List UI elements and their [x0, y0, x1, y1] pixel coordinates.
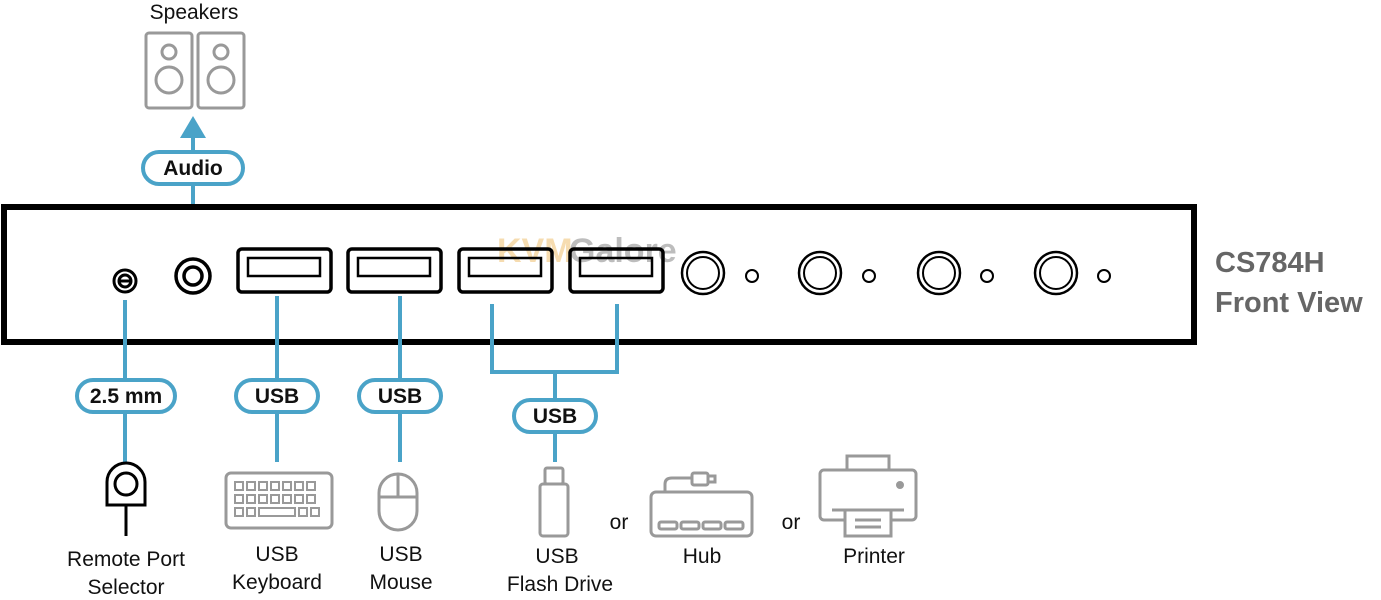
remote-pill — [75, 378, 177, 414]
flash-label-line1: USB — [535, 545, 578, 568]
mouse-label-line2: Mouse — [369, 571, 432, 594]
hub-icon — [649, 471, 754, 538]
audio-cable-label: Audio — [163, 157, 222, 180]
port-button-3[interactable] — [916, 250, 994, 296]
remote-label-line2: Selector — [87, 576, 164, 599]
audio-jack — [174, 257, 212, 295]
remote-label-line1: Remote Port — [67, 548, 185, 571]
usb-port-1 — [236, 247, 333, 294]
port-selection-buttons — [680, 250, 1111, 296]
remote-cable-label: 2.5 mm — [90, 385, 162, 408]
speakers-icon — [144, 31, 246, 110]
or-label-1: or — [610, 511, 629, 534]
port-button-4[interactable] — [1033, 250, 1111, 296]
keyboard-cable-label: USB — [255, 385, 299, 408]
svg-text:KVM: KVM — [497, 232, 573, 270]
usb-flash-drive-icon — [538, 466, 570, 538]
audio-pill — [141, 150, 245, 186]
flash-label-line2: Flash Drive — [507, 573, 613, 596]
keyboard-label-line2: Keyboard — [232, 571, 322, 594]
hub-label: Hub — [683, 545, 722, 568]
mouse-cable-label: USB — [378, 385, 422, 408]
arrow-up-icon — [180, 116, 206, 138]
mouse-icon — [377, 472, 419, 532]
watermark: KVM Galore — [497, 232, 677, 270]
keyboard-label-line1: USB — [255, 543, 298, 566]
usb-peripherals-pill — [512, 398, 598, 434]
keyboard-pill — [234, 378, 320, 414]
usb-ports — [236, 247, 665, 294]
svg-text:Galore: Galore — [569, 232, 677, 270]
usb-port-3 — [457, 247, 554, 294]
usb-port-2 — [346, 247, 443, 294]
printer-icon — [818, 454, 918, 538]
printer-label: Printer — [843, 545, 905, 568]
speakers-label: Speakers — [150, 1, 239, 24]
keyboard-icon — [224, 471, 334, 530]
port-button-2[interactable] — [797, 250, 876, 296]
remote-port-selector-icon — [105, 461, 147, 536]
or-label-2: or — [782, 511, 801, 534]
remote-port-jack — [112, 268, 138, 294]
view-title: Front View — [1215, 287, 1363, 319]
port-button-1[interactable] — [680, 250, 759, 296]
usb-port-4 — [568, 247, 665, 294]
model-title: CS784H — [1215, 247, 1325, 279]
usb-peripherals-cable-label: USB — [533, 405, 577, 428]
mouse-label-line1: USB — [379, 543, 422, 566]
mouse-pill — [357, 378, 443, 414]
